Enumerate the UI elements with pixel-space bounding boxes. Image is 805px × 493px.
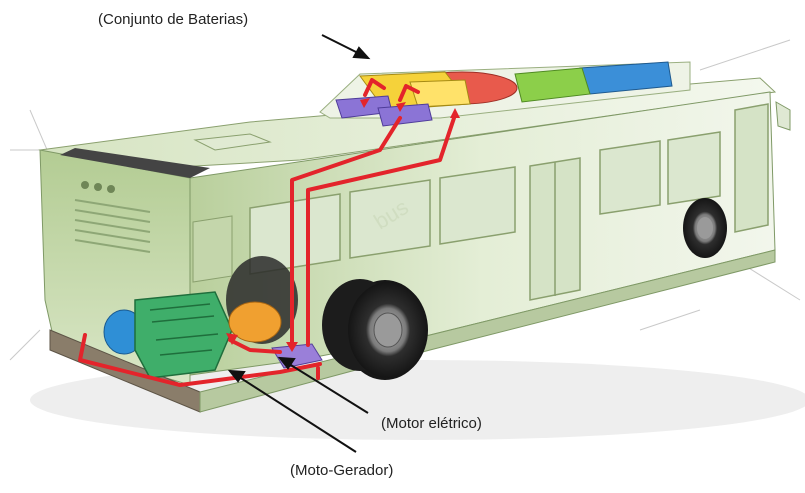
generator-callout-arrowhead (227, 369, 246, 383)
arrowhead (396, 102, 406, 112)
side-grille (192, 215, 233, 283)
flow-roof-arrows (363, 78, 386, 97)
flow-arrowheads (226, 98, 460, 352)
motor-callout-arrow (285, 361, 369, 414)
flow-up-right (306, 113, 457, 347)
fuel-tank (228, 301, 282, 343)
rear-vents (74, 199, 151, 253)
generator-engine-block (134, 291, 233, 379)
motor-generator-label: (Moto-Gerador) (290, 462, 394, 479)
flow-generator-bottom (78, 333, 322, 387)
motor-callout-arrowhead (277, 356, 296, 370)
front-wheel (683, 198, 727, 258)
generator-callout-arrow (235, 374, 357, 453)
flow-tank-loop (228, 338, 282, 354)
battery-callout-arrow (321, 34, 363, 56)
flow-roof-arrows (398, 84, 420, 102)
battery-green-module (514, 67, 591, 103)
windows (249, 131, 721, 275)
engine-detail (149, 303, 219, 356)
lower-skirt (199, 249, 776, 413)
battery-callout-arrowhead (352, 46, 371, 60)
rear-light (94, 183, 102, 191)
side-mirror (775, 101, 791, 131)
arrowhead (286, 342, 298, 352)
power-flow-lines (78, 78, 457, 387)
battery-pack-label: (Conjunto de Baterias) (98, 11, 249, 28)
arrowhead (360, 98, 370, 108)
motor-generator (103, 291, 282, 379)
flow-up-left (290, 116, 402, 347)
arrowhead (226, 333, 238, 345)
electric-motor-label: (Motor elétrico) (381, 415, 482, 432)
arrowhead (450, 108, 460, 118)
battery-yellow-module (409, 79, 471, 108)
rear-light (107, 185, 115, 193)
rear-roof-cap (60, 148, 210, 178)
battery-purple-module (377, 103, 433, 127)
rear-light (81, 181, 89, 189)
roof-vent (193, 133, 272, 151)
callout-arrows (227, 34, 371, 453)
bus-door (529, 103, 769, 301)
